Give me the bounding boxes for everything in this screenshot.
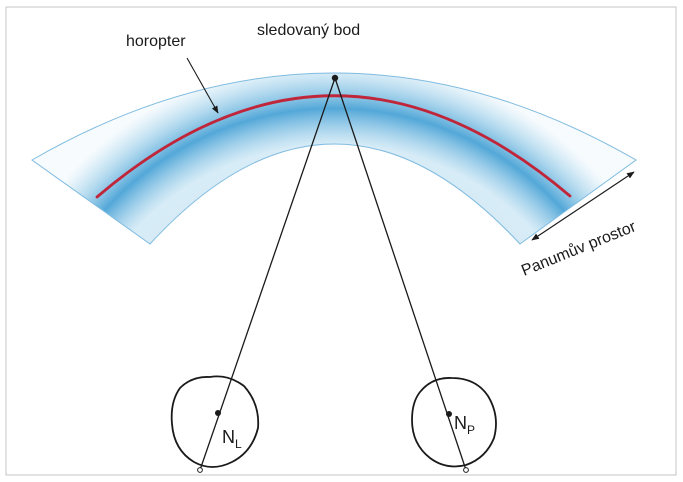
right-nodal-subscript: P xyxy=(467,423,475,437)
left-nodal-point xyxy=(215,410,221,416)
horopter-label: horopter xyxy=(126,33,186,50)
horopter-curve xyxy=(95,94,572,199)
right-visual-line xyxy=(334,77,467,471)
right-eye xyxy=(411,377,497,473)
right-nodal-letter: N xyxy=(454,413,467,433)
right-eye-bottom-point xyxy=(463,467,469,473)
fixation-point-label: sledovaný bod xyxy=(257,22,360,39)
fixation-point xyxy=(331,74,339,82)
diagram-frame xyxy=(5,6,677,476)
left-visual-line xyxy=(199,77,336,471)
right-nodal-label: NP xyxy=(454,413,475,437)
left-nodal-label: NL xyxy=(222,427,242,451)
left-eye-outline xyxy=(170,375,260,468)
right-eye-outline xyxy=(411,377,497,468)
left-eye xyxy=(170,375,260,473)
panum-arrow xyxy=(531,171,635,241)
panum-band xyxy=(31,72,637,245)
right-nodal-point xyxy=(446,411,452,417)
left-nodal-subscript: L xyxy=(235,437,242,451)
left-nodal-letter: N xyxy=(222,427,235,447)
horopter-pointer xyxy=(186,57,219,114)
left-eye-bottom-point xyxy=(197,467,203,473)
